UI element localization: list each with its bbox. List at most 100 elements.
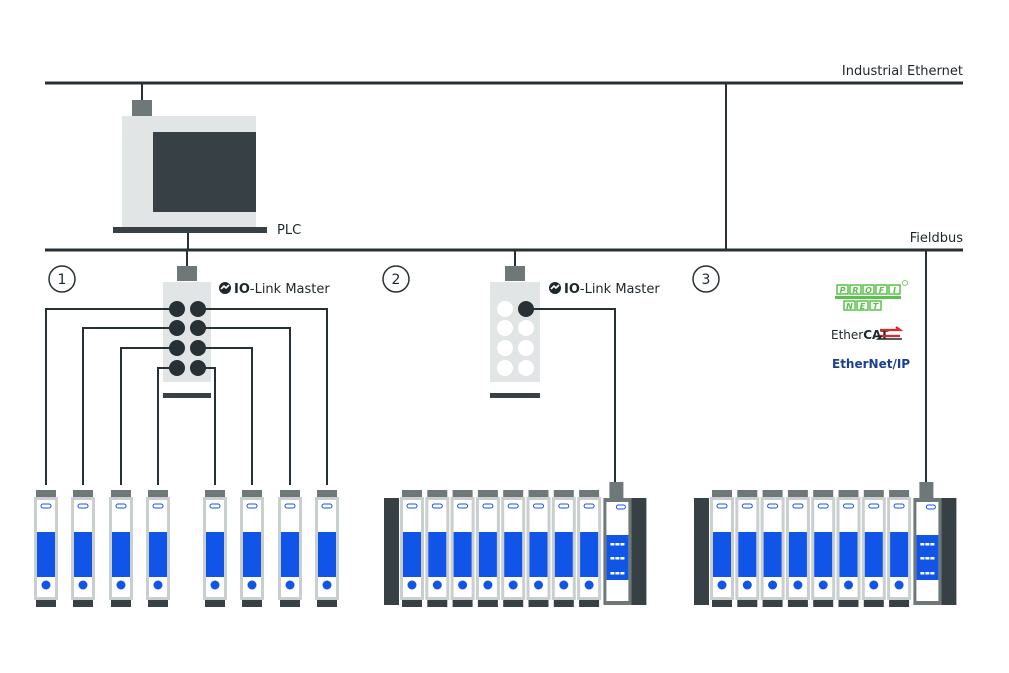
module-foot (73, 600, 93, 607)
module-label-area (318, 532, 336, 577)
industrial-ethernet-bus: Industrial Ethernet (45, 64, 963, 85)
io-module (760, 490, 785, 607)
module-foot (712, 600, 732, 607)
brand-badge-icon (152, 503, 164, 509)
status-led-icon (925, 543, 930, 546)
module-label-area (738, 532, 757, 577)
module-connector (737, 490, 758, 497)
status-led-icon (508, 580, 518, 590)
scenario-2-badge: 2 (382, 265, 410, 293)
module-foot (889, 600, 910, 607)
io-link-cable (197, 308, 328, 485)
module-foot (452, 600, 473, 607)
status-led-icon (247, 580, 257, 590)
module-foot (553, 600, 574, 607)
module-foot (36, 600, 56, 607)
module-connector (838, 490, 859, 497)
brand-badge-icon (482, 503, 494, 509)
module-label-area (890, 532, 909, 577)
io-link-master-1-rail (163, 393, 211, 398)
ethernetip-logo: EtherNet/IP (832, 357, 910, 371)
status-led-icon (930, 557, 935, 560)
profinet-letter: I (893, 286, 896, 295)
module-foot (111, 600, 131, 607)
module-connector (477, 490, 498, 497)
io-module (526, 490, 551, 607)
status-led-icon (41, 580, 51, 590)
io-module (501, 490, 526, 607)
port-connected-icon (518, 301, 534, 317)
status-led-icon (920, 557, 925, 560)
module-label-area (37, 532, 55, 577)
port-empty-icon (497, 301, 513, 317)
port-connected-icon (169, 320, 185, 336)
module-connector (280, 490, 300, 497)
io-link-cable (197, 367, 216, 485)
status-led-icon (610, 543, 615, 546)
brand-badge-icon (792, 503, 804, 509)
module-connector (553, 490, 574, 497)
brand-badge-icon (40, 503, 52, 509)
module-connector (402, 490, 422, 497)
module-foot (762, 600, 783, 607)
module-label-area (74, 532, 92, 577)
module-connector (73, 490, 93, 497)
rack-end-right (941, 498, 957, 605)
io-module (861, 490, 886, 607)
plc-connector (132, 100, 152, 116)
brand-badge-icon (767, 503, 779, 509)
module-connector (863, 490, 884, 497)
module-connector (762, 490, 783, 497)
io-module (710, 490, 734, 607)
profinet-cell (849, 284, 862, 295)
io-link-master-2-connector (505, 266, 525, 281)
status-led-icon (116, 580, 126, 590)
status-led-icon (925, 572, 930, 575)
module-connector (427, 490, 448, 497)
plc-display (153, 132, 256, 212)
module-label-area (453, 532, 472, 577)
status-led-icon (930, 572, 935, 575)
module-foot (317, 600, 337, 607)
module-foot (503, 600, 524, 607)
brand-badge-icon (321, 503, 333, 509)
status-led-icon (78, 580, 88, 590)
profinet-cell (843, 300, 856, 311)
module-connector (528, 490, 549, 497)
status-led-icon (407, 580, 417, 590)
svg-text:1: 1 (58, 272, 67, 288)
scenario-1: IO-Link Master (34, 250, 339, 607)
brand-badge-icon (868, 503, 880, 509)
brand-badge-icon (209, 503, 221, 509)
io-module (735, 490, 760, 607)
head-station (913, 482, 942, 605)
status-led-icon (584, 580, 594, 590)
module-connector (148, 490, 168, 497)
brand-badge-icon (615, 504, 626, 510)
io-link-device (34, 490, 58, 607)
status-led-icon (717, 580, 727, 590)
status-led-icon (610, 572, 615, 575)
profinet-cell (869, 300, 882, 311)
io-module (785, 490, 810, 607)
module-label-area (281, 532, 299, 577)
io-module (425, 490, 450, 607)
svg-text:EtherNet/IP: EtherNet/IP (832, 357, 910, 371)
scenario-1-badge: 1 (48, 265, 76, 293)
io-module (551, 490, 576, 607)
brand-badge-icon (558, 503, 570, 509)
io-module (475, 490, 500, 607)
ethercat-arrow-icon (880, 326, 904, 338)
profinet-cell (875, 284, 888, 295)
io-link-master-1-connector (177, 266, 197, 281)
brand-badge-icon (457, 503, 469, 509)
io-link-master-2-wire (526, 308, 616, 485)
io-link-device (240, 490, 264, 607)
status-led-icon (768, 580, 778, 590)
brand-badge-icon (77, 503, 89, 509)
status-led-icon (322, 580, 332, 590)
port-connected-icon (190, 360, 206, 376)
port-empty-icon (518, 340, 534, 356)
profinet-cell (836, 284, 849, 295)
